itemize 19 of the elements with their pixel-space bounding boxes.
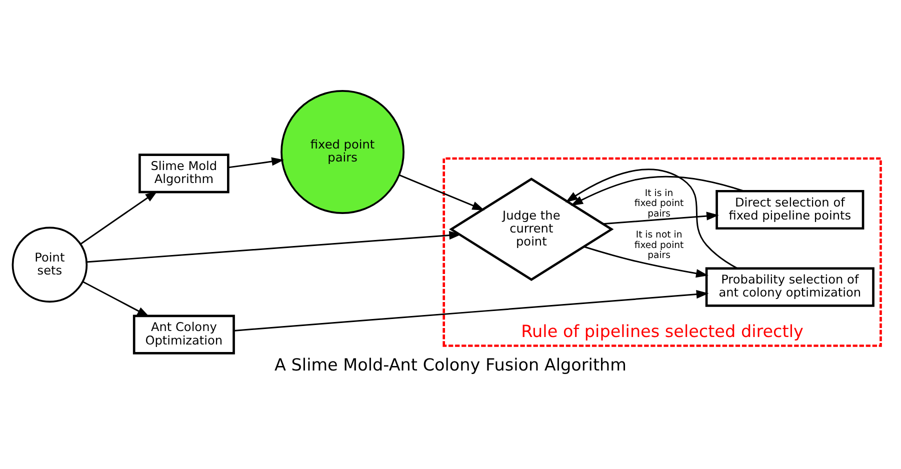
arrow xyxy=(86,230,462,262)
arrow xyxy=(399,174,485,210)
node-box: Slime Mold Algorithm xyxy=(138,153,230,193)
arrow xyxy=(584,246,708,278)
arrow xyxy=(228,156,284,168)
edge-label: It is in fixed point pairs xyxy=(634,187,684,219)
arrow xyxy=(82,280,150,316)
node-circle: Point sets xyxy=(12,226,88,302)
arrow xyxy=(570,175,744,206)
arrow xyxy=(565,168,738,268)
node-box: Direct selection of fixed pipeline points xyxy=(716,189,864,230)
node-circle: fixed point pairs xyxy=(280,90,404,214)
arrow xyxy=(80,190,158,244)
arrow xyxy=(603,211,719,224)
node-box: Probability selection of ant colony optimization xyxy=(705,266,874,306)
edge-label: It is not in fixed point pairs xyxy=(634,229,684,261)
arrow xyxy=(234,290,709,331)
caption: A Slime Mold-Ant Colony Fusion Algorithm xyxy=(274,354,626,374)
node-box: Ant Colony Optimization xyxy=(132,314,235,354)
